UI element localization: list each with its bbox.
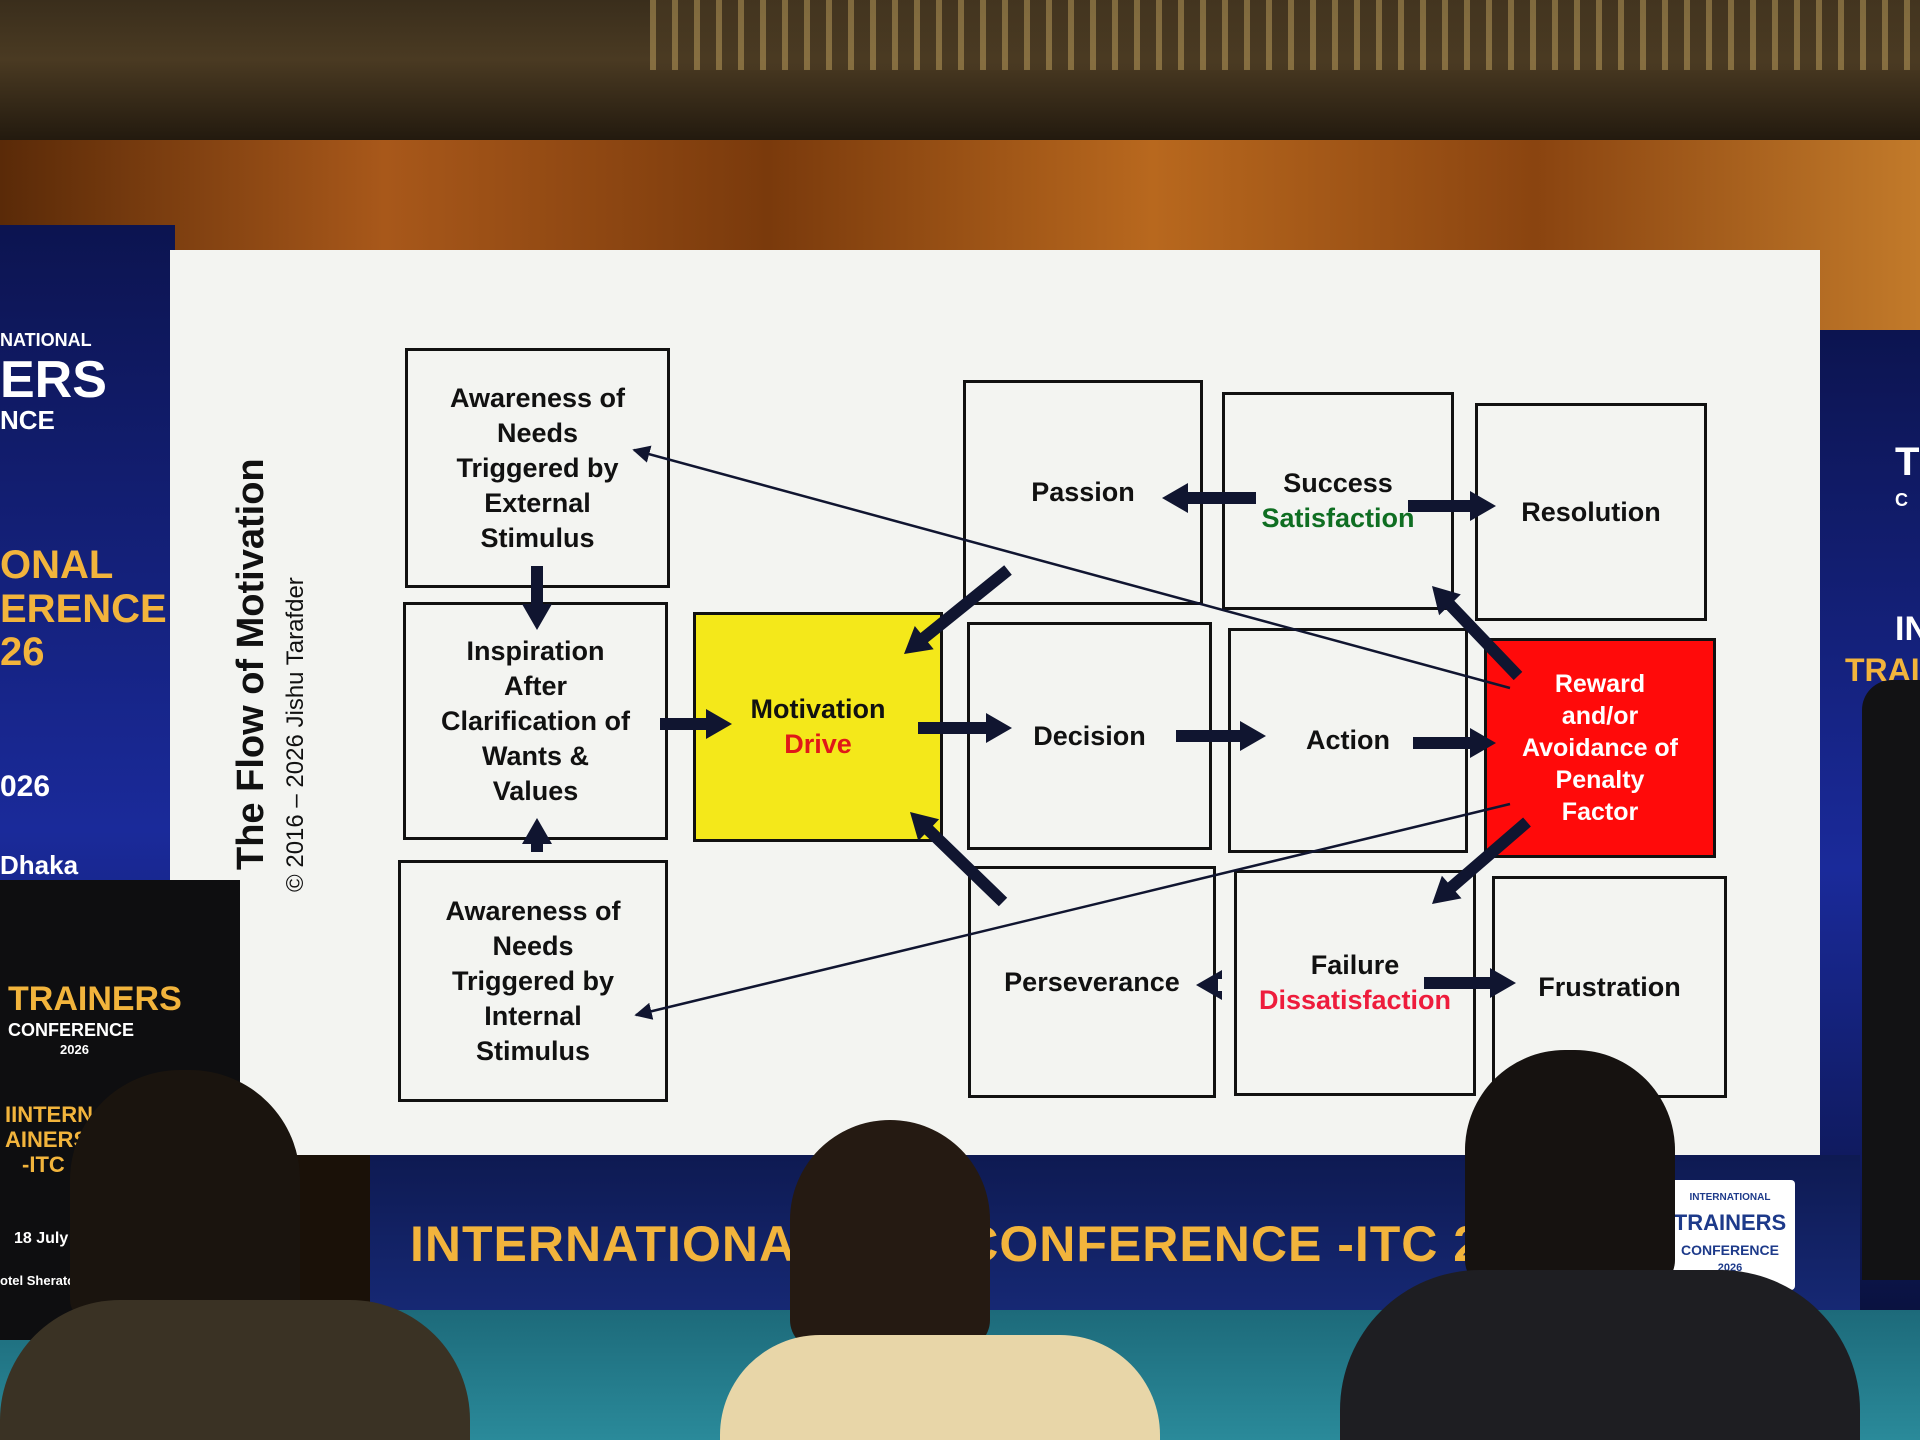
box-line: Failure	[1310, 950, 1400, 980]
arrow-reward-to-awareness-external	[632, 445, 1511, 690]
right-banner-text: IN	[1895, 610, 1920, 648]
itc-logo-text: CONFERENCE	[1680, 1242, 1779, 1258]
box-line: Avoidance of	[1521, 734, 1679, 762]
box-subline: Satisfaction	[1261, 503, 1415, 533]
box-line: and/or	[1561, 702, 1639, 730]
audience-body	[0, 1300, 470, 1440]
podium-text: otel Sheraton	[0, 1273, 84, 1288]
box-line: Needs	[492, 930, 574, 961]
box-line: Success	[1283, 468, 1393, 498]
itc-logo-text: INTERNATIONAL	[1689, 1192, 1771, 1203]
right-banner-text: C	[1895, 490, 1908, 510]
arrow-reward-to-awareness-internal	[634, 802, 1511, 1020]
arrow-failure-to-perseverance	[1196, 970, 1222, 1000]
audience-head	[70, 1070, 300, 1320]
box-line: Values	[492, 775, 579, 806]
arrow-external-to-inspiration	[522, 566, 552, 630]
podium-text: -ITC	[22, 1152, 65, 1177]
left-banner-text: ERENCE	[0, 587, 167, 631]
arrow-failure-to-frustration	[1424, 968, 1516, 998]
box-line: Action	[1306, 725, 1390, 755]
box-line: Factor	[1561, 798, 1639, 826]
arrow-internal-to-inspiration	[522, 818, 552, 852]
box-line: Awareness of	[449, 382, 626, 413]
podium-text: 18 July	[14, 1230, 69, 1247]
box-reward: Reward and/or Avoidance of Penalty Facto…	[1484, 638, 1716, 858]
box-line: Wants &	[482, 740, 589, 771]
podium-text: TRAINERS	[8, 980, 182, 1018]
right-banner-text: TI	[1895, 440, 1920, 484]
box-line: Needs	[496, 417, 579, 448]
box-line: External	[484, 487, 591, 518]
box-line: Stimulus	[480, 522, 595, 553]
box-line: Decision	[1033, 720, 1146, 751]
box-line: Frustration	[1538, 971, 1681, 1002]
box-subline: Dissatisfaction	[1258, 985, 1452, 1015]
arrow-success-to-passion	[1162, 483, 1256, 513]
left-banner-text: 26	[0, 630, 45, 674]
box-line: Internal	[484, 1000, 582, 1031]
box-passion: Passion	[963, 380, 1203, 605]
arrow-inspiration-to-motivation	[660, 709, 732, 739]
box-line: Triggered by	[456, 452, 619, 483]
box-line: Awareness of	[445, 895, 621, 926]
arrow-passion-to-motivation	[904, 565, 1012, 654]
arrow-perseverance-to-motivation	[910, 812, 1008, 907]
presenter	[1862, 680, 1920, 1280]
itc-logo-text: TRAINERS	[1673, 1210, 1787, 1235]
arrow-success-to-resolution	[1408, 491, 1496, 521]
box-failure: Failure Dissatisfaction	[1234, 870, 1476, 1096]
audience-body	[1340, 1270, 1860, 1440]
arrow-motivation-to-decision	[918, 713, 1012, 743]
box-line: After	[503, 670, 567, 701]
left-banner-text: ERS	[0, 351, 107, 409]
left-banner-text: 026	[0, 770, 51, 803]
podium-text: 2026	[60, 1042, 89, 1057]
left-banner-text: NATIONAL	[0, 330, 92, 350]
audience-head	[790, 1120, 990, 1350]
box-line: Penalty	[1555, 766, 1645, 794]
box-line: Inspiration	[466, 635, 605, 666]
box-line: Passion	[1031, 477, 1135, 507]
box-decision: Decision	[967, 622, 1212, 850]
arrow-reward-to-failure	[1432, 817, 1531, 904]
left-banner-text: ONAL	[0, 543, 114, 587]
box-subline: Drive	[784, 729, 852, 759]
audience-body	[720, 1335, 1160, 1440]
box-line: Triggered by	[451, 965, 615, 996]
box-line: Perseverance	[1004, 966, 1180, 997]
box-line: Stimulus	[475, 1035, 590, 1066]
podium-text: CONFERENCE	[8, 1020, 135, 1040]
arrow-reward-to-success	[1432, 586, 1523, 681]
left-banner-text: NCE	[0, 405, 55, 435]
arrow-decision-to-action	[1176, 721, 1266, 751]
box-awareness-internal: Awareness of Needs Triggered by Internal…	[398, 860, 668, 1102]
audience-head	[1465, 1050, 1675, 1290]
left-banner-text: Dhaka	[0, 850, 79, 880]
arrow-action-to-reward	[1413, 728, 1496, 758]
box-line: Clarification of	[440, 705, 630, 736]
box-line: Motivation	[750, 694, 886, 724]
box-line: Reward	[1554, 670, 1646, 698]
ceiling-lights	[650, 0, 1920, 70]
box-line: Resolution	[1521, 496, 1661, 527]
